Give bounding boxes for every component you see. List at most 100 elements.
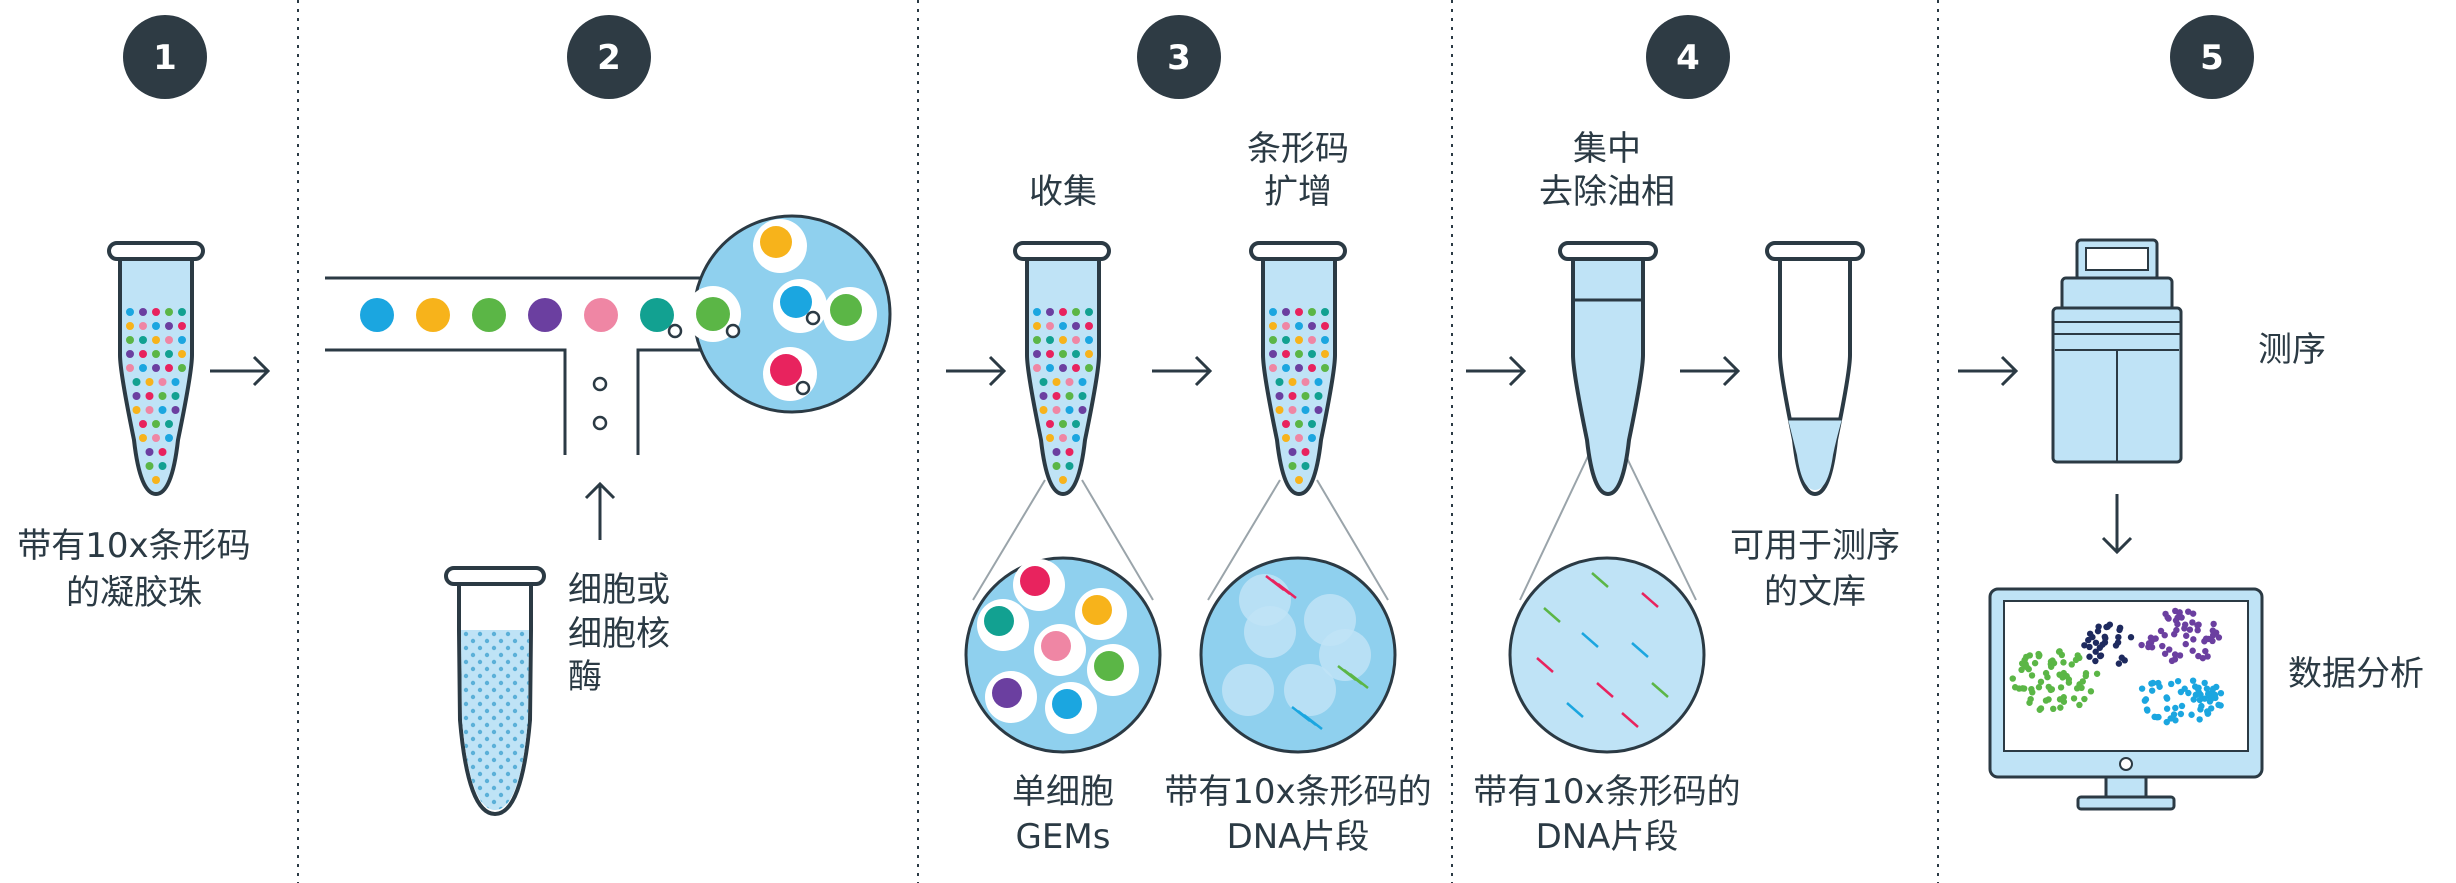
bead-dot <box>1072 350 1080 358</box>
cluster-point <box>2023 653 2030 661</box>
droplet <box>1284 664 1336 716</box>
bead-dot <box>1321 350 1329 358</box>
bead-dot <box>1288 462 1297 470</box>
cluster-point <box>2157 627 2165 635</box>
fragments-label-line1: 带有10x条形码的 <box>1473 772 1740 812</box>
gel-bead <box>770 354 802 386</box>
bead-dot <box>165 434 173 442</box>
reagent-label-line2: 细胞核 <box>568 614 670 654</box>
gel-bead <box>780 286 812 318</box>
gel-bead <box>472 298 506 332</box>
cluster-point <box>2196 696 2204 704</box>
cell <box>592 376 608 392</box>
cluster-point <box>2035 684 2043 691</box>
bead-dot <box>178 308 186 316</box>
cluster-point <box>2092 639 2100 646</box>
bead-dot <box>152 336 160 344</box>
bead-dot <box>1321 364 1329 372</box>
gel-bead <box>696 297 730 331</box>
cluster-point <box>2036 706 2043 713</box>
cluster-point <box>2063 672 2070 680</box>
cluster-point <box>2163 694 2170 701</box>
arrow-down-5 <box>2101 494 2133 555</box>
cluster-point <box>2060 659 2067 666</box>
cluster-point <box>2115 660 2123 667</box>
cluster-point <box>2073 685 2081 692</box>
bead-dot <box>1301 378 1310 386</box>
bead-dot <box>1295 364 1303 372</box>
gems-zoom-circle <box>964 556 1162 754</box>
arrow-up-2 <box>584 481 616 540</box>
cluster-point <box>2150 635 2158 643</box>
bead-dot <box>165 420 173 428</box>
cluster-point <box>2085 636 2092 644</box>
step-number-4: 4 <box>1676 38 1700 78</box>
bead-dot <box>1321 336 1329 344</box>
cluster-plot <box>2009 607 2225 726</box>
bead-dot <box>1072 420 1080 428</box>
cluster-point <box>2161 650 2169 657</box>
cell <box>725 323 741 339</box>
gel-bead <box>760 226 792 258</box>
cluster-point <box>2028 672 2036 679</box>
bead-dot <box>1046 434 1054 442</box>
cluster-point <box>2076 701 2083 709</box>
cluster-point <box>2163 718 2170 726</box>
bead-dot <box>1046 322 1054 330</box>
cluster-point <box>2170 631 2178 638</box>
pooled-tube <box>1519 241 1697 601</box>
bead-dot <box>1314 392 1323 400</box>
step-badge-4: 4 <box>1646 15 1730 99</box>
bead-dot <box>178 364 186 372</box>
monitor-icon <box>1988 587 2264 811</box>
cluster-point <box>2086 630 2094 637</box>
bead-dot <box>139 336 147 344</box>
cluster-point <box>2104 623 2111 630</box>
dna-fragment <box>1621 712 1639 728</box>
bead-dot <box>152 476 160 484</box>
gel-bead <box>992 678 1022 708</box>
cluster-point <box>2168 680 2175 688</box>
bead-dot <box>1308 336 1316 344</box>
analysis-label: 数据分析 <box>2288 654 2424 694</box>
pool-title-line1: 集中 <box>1573 129 1641 169</box>
bead-dot <box>1269 364 1277 372</box>
dna-fragment <box>1303 714 1323 730</box>
gel-bead-label-line2: 的凝胶珠 <box>66 573 202 613</box>
cluster-point <box>2027 695 2034 703</box>
collected-tube <box>972 241 1154 601</box>
bead-dot <box>165 308 173 316</box>
bead-dot <box>145 406 154 414</box>
bead-dot <box>1275 378 1284 386</box>
cluster-point <box>2202 635 2210 642</box>
bead-dot <box>152 308 160 316</box>
cluster-point <box>2209 685 2217 693</box>
bead-dot <box>1282 420 1290 428</box>
bead-dot <box>1059 308 1067 316</box>
bead-dot <box>1059 336 1067 344</box>
bead-dot <box>171 406 180 414</box>
cluster-point <box>2189 647 2196 654</box>
cluster-point <box>2045 696 2052 703</box>
cluster-point <box>2087 688 2095 695</box>
cluster-point <box>2217 702 2224 709</box>
cluster-point <box>2174 677 2182 685</box>
cluster-point <box>2162 610 2169 618</box>
bead-dot <box>1078 406 1087 414</box>
bead-dot <box>1288 392 1297 400</box>
bead-dot <box>1065 462 1074 470</box>
bead-dot <box>1308 364 1316 372</box>
cluster-point <box>2194 627 2201 634</box>
cluster-point <box>2185 689 2192 697</box>
cluster-point <box>2015 685 2023 692</box>
bead-dot <box>1033 364 1041 372</box>
bead-dot <box>1295 336 1303 344</box>
library-label-line2: 的文库 <box>1764 572 1866 612</box>
fragments-label-line2: DNA片段 <box>1536 817 1679 857</box>
gems-label-line2: GEMs <box>1016 817 1111 857</box>
cluster-point <box>2048 686 2056 693</box>
gel-bead <box>416 298 450 332</box>
bead-dot <box>1039 392 1048 400</box>
arrow-3b <box>1152 355 1213 387</box>
bead-dot <box>158 406 167 414</box>
